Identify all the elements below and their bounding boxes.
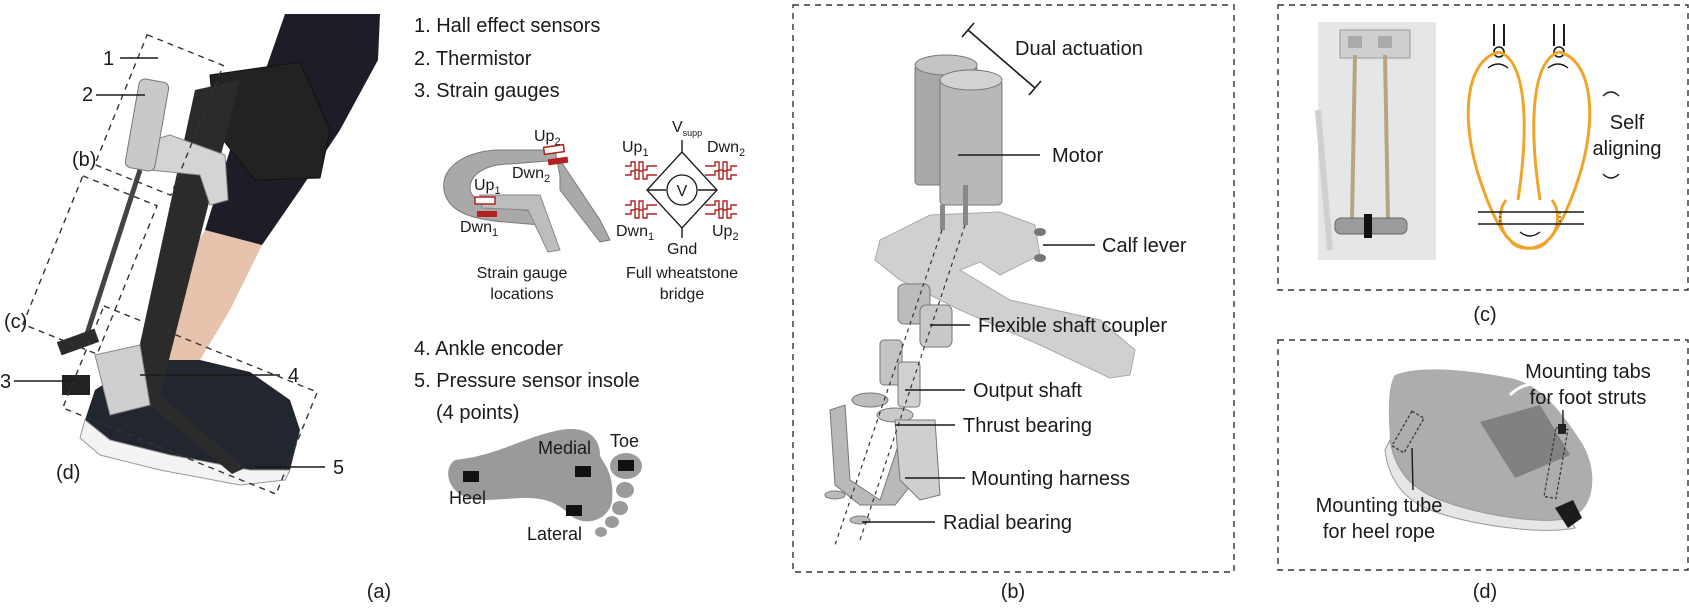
insole-medial-label: Medial: [538, 438, 591, 458]
panel-b-drawing: [824, 22, 1136, 546]
panel-d-shoe: [1384, 369, 1593, 531]
label-output-shaft: Output shaft: [973, 380, 1082, 402]
sensor-item-4: 4. Ankle encoder: [414, 338, 563, 360]
panel-b-leaders: [862, 154, 1095, 523]
caption-strain-locations-2: locations: [490, 286, 553, 303]
caption-b: (b): [1001, 581, 1025, 603]
label-mounting-harness: Mounting harness: [971, 468, 1130, 490]
wheatstone-bridge: V Up1 Dwn2 Dwn1 Up2 Vsupp Gnd Full wheat…: [616, 119, 745, 303]
gauge-dwn1: [477, 211, 497, 217]
caption-c: (c): [1473, 304, 1496, 326]
bridge-vsupp: Vsupp: [672, 119, 702, 138]
insole-heel-label: Heel: [449, 488, 486, 508]
callout-1: 1: [103, 48, 114, 70]
sensor-heel: [463, 471, 479, 482]
label-thrust-bearing: Thrust bearing: [963, 415, 1092, 437]
caption-bridge-2: bridge: [660, 286, 705, 303]
panel-a-photo: [56, 14, 380, 486]
svg-text:V: V: [677, 183, 688, 200]
panel-c-frame: [1277, 4, 1689, 291]
callout-4: 4: [288, 365, 299, 387]
caption-bridge-1: Full wheatstone: [626, 265, 738, 282]
rope-photo: [82, 169, 143, 341]
sensor-medial: [575, 466, 591, 477]
bridge-dwn2: Dwn2: [707, 139, 745, 159]
label-up2: Up2: [534, 128, 561, 148]
panel-c-photo: [1315, 22, 1436, 260]
callout-3: 3: [0, 371, 11, 393]
box-b-region: [93, 33, 225, 197]
rope-loop-right: [1499, 50, 1592, 250]
label-mounting-tube-1: Mounting tube: [1316, 495, 1443, 517]
sensor-item-5-note: (4 points): [436, 402, 519, 424]
label-dwn2: Dwn2: [512, 165, 550, 185]
label-dual-actuation: Dual actuation: [1015, 38, 1143, 60]
label-mounting-tabs-2: for foot struts: [1530, 387, 1647, 409]
sensor-item-1: 1. Hall effect sensors: [414, 15, 600, 37]
rope-loop-left: [1466, 50, 1559, 250]
label-calf-lever: Calf lever: [1102, 235, 1187, 257]
label-self: Self: [1610, 112, 1645, 134]
bridge-gnd: Gnd: [667, 241, 697, 258]
label-radial-bearing: Radial bearing: [943, 512, 1072, 534]
insole-toe-label: Toe: [610, 431, 639, 451]
sensor-item-5: 5. Pressure sensor insole: [414, 370, 640, 392]
label-mounting-tube-2: for heel rope: [1323, 521, 1435, 543]
caption-strain-locations-1: Strain gauge: [477, 265, 568, 282]
callout-2: 2: [82, 84, 93, 106]
sensor-list: 1. Hall effect sensors 2. Thermistor 3. …: [414, 15, 640, 424]
panel-a-callout-boxes: [22, 33, 319, 495]
panel-b-frame: [792, 4, 1235, 573]
gauge-up1: [474, 196, 496, 205]
label-mounting-tabs-1: Mounting tabs: [1525, 361, 1651, 383]
caption-a: (a): [367, 581, 391, 603]
bridge-up2: Up2: [712, 223, 739, 243]
sensor-item-3: 3. Strain gauges: [414, 80, 560, 102]
region-label-b: (b): [72, 149, 96, 171]
panel-b-labels: Dual actuation Motor Calf lever Flexible…: [943, 38, 1187, 534]
pressure-insole: Heel Medial Toe Lateral: [448, 429, 642, 544]
gauge-up2: [542, 143, 566, 156]
caption-d: (d): [1473, 581, 1497, 603]
gauge-dwn2: [547, 156, 569, 166]
label-aligning: aligning: [1593, 138, 1662, 160]
insole-lateral-label: Lateral: [527, 524, 582, 544]
panel-c-diagram: Self aligning: [1466, 24, 1662, 250]
label-up1: Up1: [474, 177, 501, 197]
label-flexible-shaft-coupler: Flexible shaft coupler: [978, 315, 1167, 337]
sensor-item-2: 2. Thermistor: [414, 48, 532, 70]
region-label-c: (c): [4, 311, 27, 333]
voltmeter-symbol: [666, 174, 698, 206]
box-c-region: [22, 174, 158, 356]
bridge-dwn1: Dwn1: [616, 223, 654, 243]
strain-gauge-lever: Up2 Dwn2 Up1 Dwn1 Strain gauge locations: [443, 128, 611, 303]
panel-d-labels: Mounting tabs for foot struts Mounting t…: [1316, 361, 1651, 543]
box-d-region: [61, 305, 319, 495]
sensor-toe: [618, 460, 634, 471]
bridge-up1: Up1: [622, 139, 649, 159]
sensor-lateral: [566, 505, 582, 516]
label-motor: Motor: [1052, 145, 1103, 167]
label-dwn1: Dwn1: [460, 219, 498, 239]
motor-photo: [124, 78, 170, 172]
region-label-d: (d): [56, 462, 80, 484]
callout-5: 5: [333, 457, 344, 479]
panel-a-callouts: 1 2 3 4 5 (b) (c) (d): [0, 48, 344, 484]
